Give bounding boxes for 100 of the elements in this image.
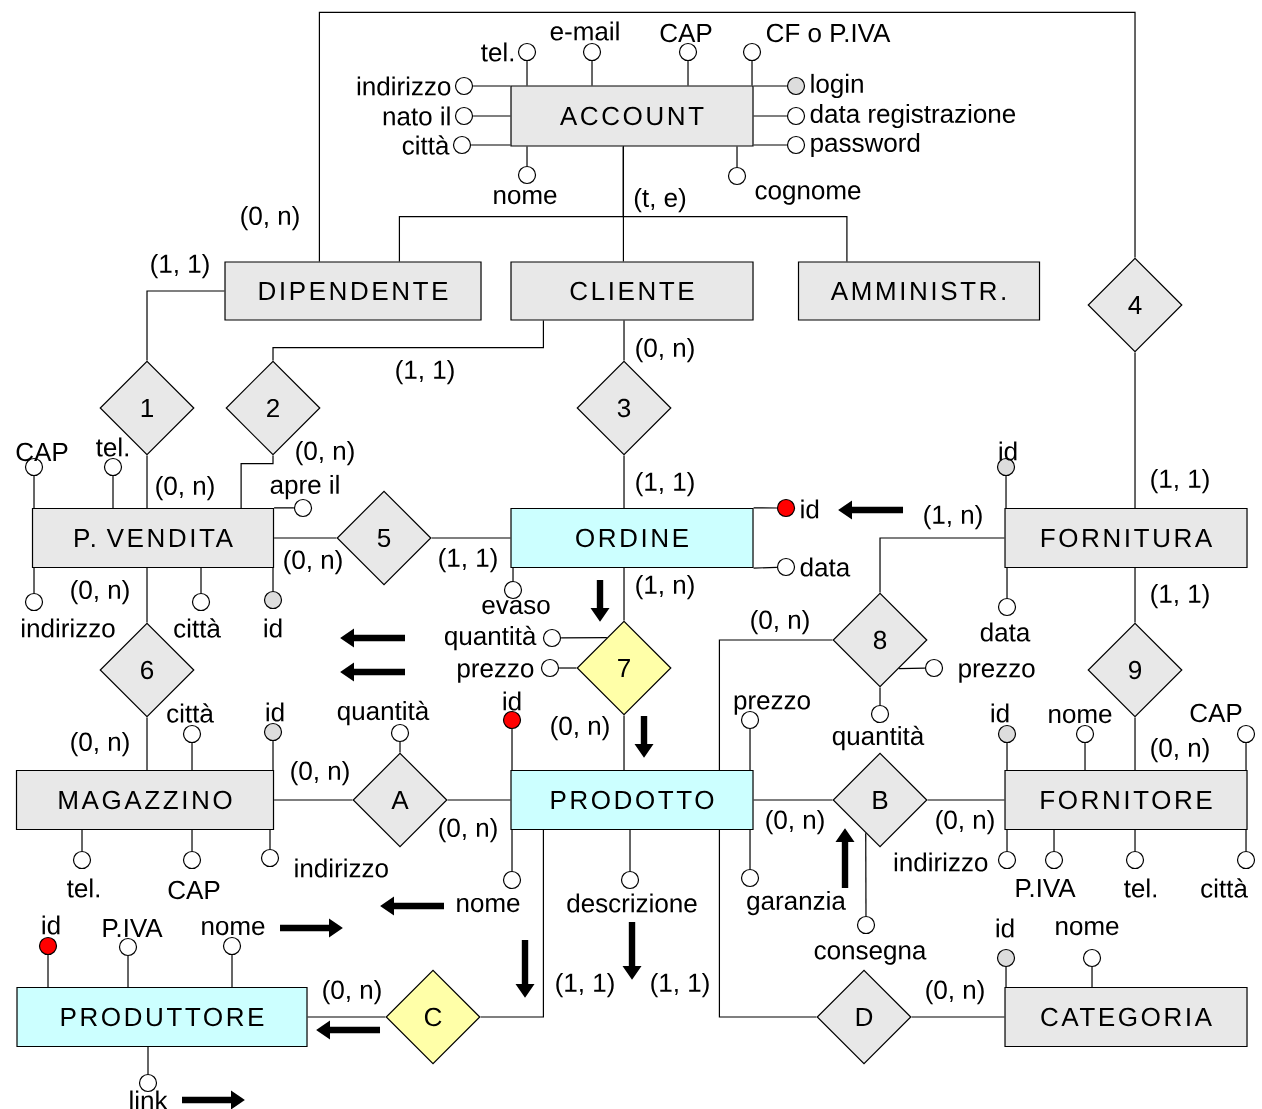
attribute-label: indirizzo — [357, 76, 451, 96]
cardinality-label: (1, 1) — [556, 972, 614, 998]
cardinality-label: (0, n) — [751, 609, 809, 635]
connector-line — [736, 146, 738, 168]
generalization-label: (t, e) — [634, 187, 686, 213]
connector-line — [879, 687, 881, 706]
attribute-label: tel. — [1124, 878, 1156, 898]
cardinality-label: (1, 1) — [439, 547, 497, 573]
attribute-label: prezzo — [959, 663, 1035, 683]
connector-line — [898, 667, 926, 670]
attribute-label: id — [266, 702, 284, 722]
connector-line — [146, 455, 148, 509]
connector-line — [623, 567, 625, 621]
connector-line — [1134, 829, 1136, 852]
connector-line — [623, 455, 625, 509]
connector-line — [753, 507, 778, 509]
attribute-label: CAP — [660, 23, 712, 43]
connector-line — [622, 146, 848, 262]
attribute-label: link — [130, 1090, 168, 1109]
attribute-label: nome — [494, 189, 557, 205]
cardinality-label: (1, n) — [924, 504, 982, 530]
entity-box: ORDINE — [510, 507, 754, 569]
connector-line — [307, 1016, 386, 1018]
connector-line — [33, 567, 35, 594]
attribute-label: id — [996, 918, 1014, 938]
connector-line — [191, 829, 193, 852]
connector-line — [753, 85, 788, 87]
entity-box: CLIENTE — [510, 261, 754, 321]
connector-line — [1245, 742, 1247, 771]
connector-line — [749, 829, 751, 870]
attribute-label: cognome — [755, 185, 861, 205]
connector-line — [526, 60, 528, 86]
attribute-label: indirizzo — [295, 858, 388, 878]
connector-line — [472, 115, 511, 117]
connector-line — [1006, 742, 1008, 771]
cardinality-label: (0, n) — [551, 715, 609, 741]
connector-line — [146, 567, 148, 623]
connector-line — [200, 567, 202, 594]
cardinality-label: (0, n) — [766, 809, 824, 835]
cardinality-label: (0, n) — [926, 979, 984, 1005]
cardinality-label: (0, n) — [241, 205, 299, 231]
attribute-label: nato il — [383, 106, 450, 126]
entity-box: FORNITORE — [1004, 769, 1248, 831]
attribute-label: P.IVA — [103, 919, 163, 937]
attribute-label: quantità — [832, 725, 925, 751]
entity-box: AMMINISTR. — [797, 261, 1041, 321]
connector-line — [865, 832, 867, 917]
attribute-label: data — [800, 557, 851, 577]
attribute-label: nome — [202, 920, 265, 936]
connector-line — [272, 320, 544, 361]
attribute-label: id — [42, 915, 60, 935]
attribute-label: garanzia — [747, 890, 846, 916]
cardinality-label: (0, n) — [291, 760, 349, 786]
attribute-label: data — [980, 622, 1031, 642]
entity-box: P. VENDITA — [31, 507, 275, 569]
connector-line — [687, 60, 689, 86]
cardinality-label: (0, n) — [936, 809, 994, 835]
connector-line — [879, 537, 1005, 593]
cardinality-label: (0, n) — [323, 979, 381, 1005]
connector-line — [146, 290, 225, 361]
connector-line — [526, 146, 528, 167]
connector-line — [1084, 742, 1086, 771]
attribute-label: tel. — [96, 437, 128, 457]
cardinality-label: (0, n) — [156, 475, 214, 501]
attribute-label: evaso — [482, 599, 550, 615]
connector-line — [470, 144, 511, 146]
connector-line — [749, 728, 751, 771]
attribute-label: CAP — [16, 442, 68, 462]
connector-line — [1091, 966, 1093, 988]
connector-line — [273, 799, 353, 801]
cardinality-label: (0, n) — [1151, 737, 1209, 763]
attribute-label: città — [1201, 878, 1248, 898]
connector-line — [273, 507, 295, 509]
attribute-label: apre il — [270, 474, 339, 500]
connector-line — [47, 954, 49, 988]
attribute-label: nome — [457, 897, 520, 913]
attribute-label: consegna — [814, 945, 927, 965]
connector-line — [480, 829, 544, 1018]
connector-line — [911, 1016, 1005, 1018]
connector-line — [1053, 829, 1055, 852]
connector-line — [318, 11, 1136, 262]
entity-box: ACCOUNT — [510, 85, 754, 147]
connector-line — [127, 955, 129, 988]
connector-line — [560, 636, 608, 639]
connector-line — [1134, 567, 1136, 623]
connector-line — [472, 85, 511, 87]
connector-line — [753, 115, 788, 117]
attribute-label: indirizzo — [894, 852, 988, 872]
connector-line — [1005, 966, 1007, 988]
attribute-label: descrizione — [567, 893, 697, 913]
connector-line — [623, 715, 625, 771]
connector-line — [191, 742, 193, 771]
attribute-label: CAP — [168, 880, 220, 900]
connector-line — [399, 741, 401, 753]
connector-line — [753, 144, 788, 146]
attribute-label: id — [991, 703, 1009, 723]
attribute-label: tel. — [481, 42, 514, 62]
connector-line — [1134, 352, 1136, 509]
connector-line — [718, 639, 833, 771]
cardinality-label: (1, 1) — [1151, 468, 1209, 494]
